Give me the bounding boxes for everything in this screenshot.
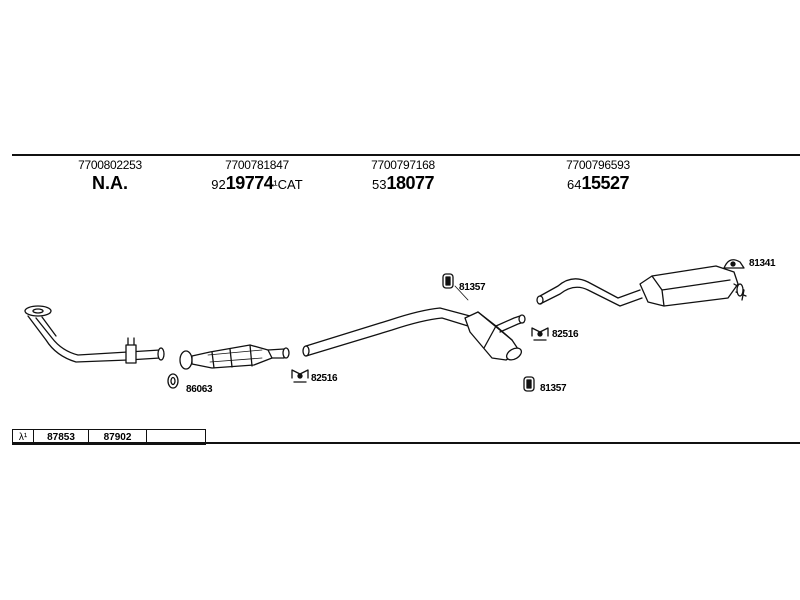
oe-number: 7700802253 xyxy=(78,158,142,172)
part-label-86063: 86063 xyxy=(186,384,213,395)
part-number-suffix: ¹CAT xyxy=(273,177,303,192)
part-column-1: 7700802253 N.A. xyxy=(35,158,185,193)
part-number: N.A. xyxy=(35,173,185,193)
oe-number: 7700797168 xyxy=(371,158,435,172)
clamp-82516-front xyxy=(291,369,309,383)
legend-symbol: λ¹ xyxy=(13,430,34,444)
part-number-main: 18077 xyxy=(386,173,435,193)
part-column-3: 7700797168 5318077 xyxy=(328,158,478,195)
part-label-81341: 81341 xyxy=(749,258,776,269)
clamp-82516-rear xyxy=(531,327,549,341)
legend-cell-1: 87853 xyxy=(34,430,89,444)
legend-table: λ¹ 87853 87902 xyxy=(12,429,206,445)
part-label-82516-rear: 82516 xyxy=(552,329,579,340)
leader-line xyxy=(454,285,469,301)
oe-number: 7700781847 xyxy=(225,158,289,172)
legend-cell-3 xyxy=(147,430,205,444)
part-label-81357-bottom: 81357 xyxy=(540,383,567,394)
part-number-prefix: 64 xyxy=(566,177,582,192)
rear-silencer xyxy=(639,265,747,307)
gasket-86063 xyxy=(167,373,179,389)
mount-81341 xyxy=(723,259,745,269)
legend-cell-2: 87902 xyxy=(89,430,147,444)
top-rule xyxy=(12,154,800,156)
part-label-82516-front: 82516 xyxy=(311,373,338,384)
part-number: 6415527 xyxy=(523,173,673,195)
mount-81357-top xyxy=(442,273,454,289)
part-number-prefix: 92 xyxy=(211,177,226,192)
rear-pipe xyxy=(536,278,643,307)
part-number: 5318077 xyxy=(328,173,478,195)
part-number-text: N.A. xyxy=(92,173,128,193)
oe-number: 7700796593 xyxy=(566,158,630,172)
catalytic-converter xyxy=(179,344,290,370)
middle-silencer xyxy=(464,311,526,361)
front-downpipe xyxy=(24,305,165,364)
part-number-prefix: 53 xyxy=(371,177,387,192)
part-label-81357-top: 81357 xyxy=(459,282,486,293)
mount-81357-bottom xyxy=(523,376,535,392)
part-number-main: 15527 xyxy=(581,173,630,193)
intermediate-pipe xyxy=(302,307,471,357)
part-column-4: 7700796593 6415527 xyxy=(523,158,673,195)
part-column-2: 7700781847 9219774¹CAT xyxy=(182,158,332,195)
part-number-main: 19774 xyxy=(225,173,274,193)
bottom-rule xyxy=(12,442,800,444)
part-number: 9219774¹CAT xyxy=(182,173,332,195)
